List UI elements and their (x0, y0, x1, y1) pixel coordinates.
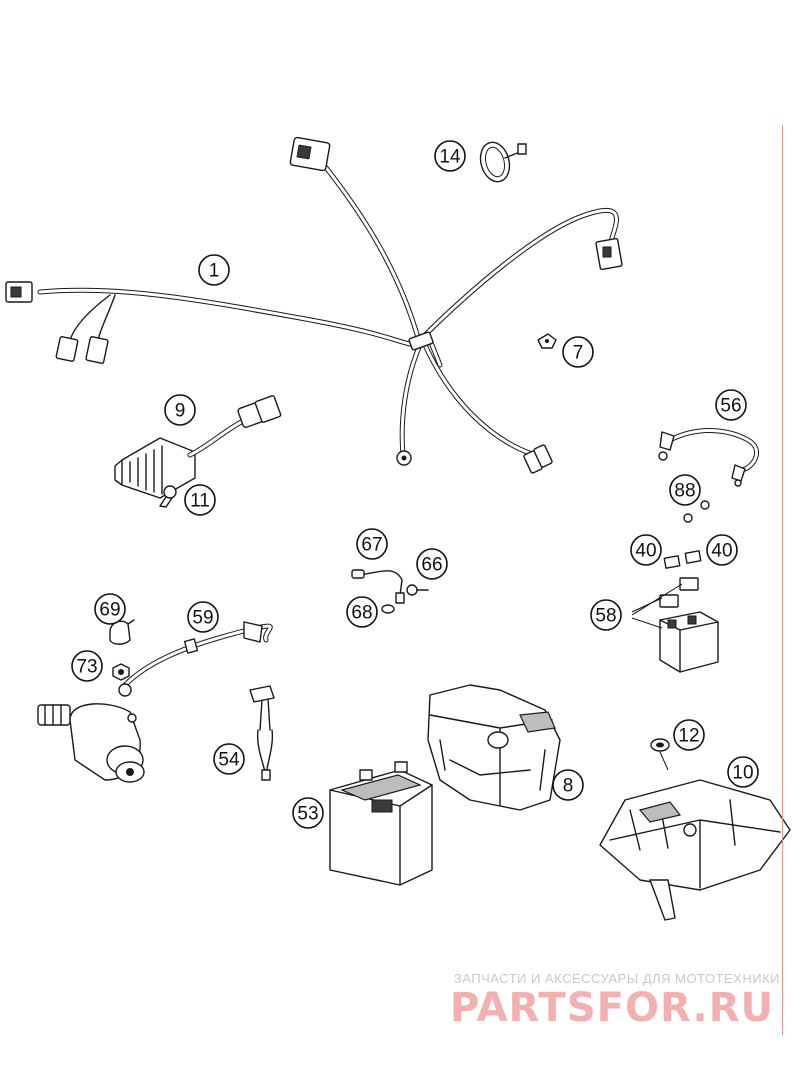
callout-1: 1 (198, 254, 230, 286)
callout-9: 9 (164, 394, 196, 426)
sensor-wire-set (351, 569, 429, 614)
starter-relay-assembly (659, 500, 719, 673)
callout-7: 7 (562, 336, 594, 368)
callout-11: 11 (184, 484, 216, 516)
svg-text:40: 40 (635, 541, 656, 562)
starter-cable (109, 619, 273, 697)
wiring-harness (5, 136, 623, 474)
svg-text:56: 56 (720, 396, 741, 417)
svg-text:59: 59 (192, 608, 213, 629)
callout-69: 69 (94, 593, 126, 625)
page-edge-rule (782, 125, 783, 1035)
svg-text:11: 11 (190, 491, 210, 512)
svg-text:40: 40 (711, 541, 732, 562)
callout-56: 56 (715, 389, 747, 421)
callout-40-left: 40 (630, 534, 662, 566)
svg-text:67: 67 (361, 535, 382, 556)
callout-53: 53 (292, 797, 324, 829)
voltage-regulator (114, 395, 282, 499)
svg-text:58: 58 (595, 606, 616, 627)
svg-text:53: 53 (297, 804, 318, 825)
callout-12: 12 (673, 719, 705, 751)
svg-text:88: 88 (674, 481, 695, 502)
callout-8: 8 (552, 769, 584, 801)
callout-68: 68 (346, 596, 378, 628)
callout-40-right: 40 (706, 534, 738, 566)
starter-motor (37, 703, 145, 783)
watermark-tagline: ЗАПЧАСТИ И АКСЕССУАРЫ ДЛЯ МОТОТЕХНИКИ (453, 971, 780, 986)
svg-text:1: 1 (209, 261, 220, 282)
callout-66: 66 (416, 548, 448, 580)
watermark-logo: PARTSFOR.RU (449, 985, 774, 1031)
callout-10: 10 (727, 756, 759, 788)
svg-text:9: 9 (175, 401, 186, 422)
svg-text:54: 54 (218, 750, 240, 771)
svg-text:7: 7 (573, 343, 584, 364)
svg-text:14: 14 (439, 147, 461, 168)
leader-lines (631, 583, 683, 771)
callout-67: 67 (356, 528, 388, 560)
callout-14: 14 (434, 140, 466, 172)
cable-tie (479, 141, 527, 183)
svg-text:66: 66 (421, 555, 442, 576)
fuse-holder (249, 685, 275, 781)
callout-88: 88 (669, 474, 701, 506)
battery-box (427, 684, 561, 811)
svg-text:73: 73 (76, 657, 97, 678)
svg-text:10: 10 (732, 763, 753, 784)
svg-text:68: 68 (351, 603, 372, 624)
battery (329, 761, 433, 886)
callout-73: 73 (71, 650, 103, 682)
callout-54: 54 (213, 743, 245, 775)
svg-text:12: 12 (678, 726, 699, 747)
callout-59: 59 (187, 601, 219, 633)
mounting-bracket (599, 738, 791, 921)
callout-58: 58 (590, 599, 622, 631)
ground-cable (658, 428, 760, 487)
svg-text:69: 69 (99, 600, 120, 621)
svg-text:8: 8 (563, 776, 574, 797)
wire-clip (537, 333, 557, 349)
screw (159, 485, 177, 508)
callouts: 1 14 7 9 11 56 88 40 40 58 67 66 68 69 5… (71, 140, 759, 829)
